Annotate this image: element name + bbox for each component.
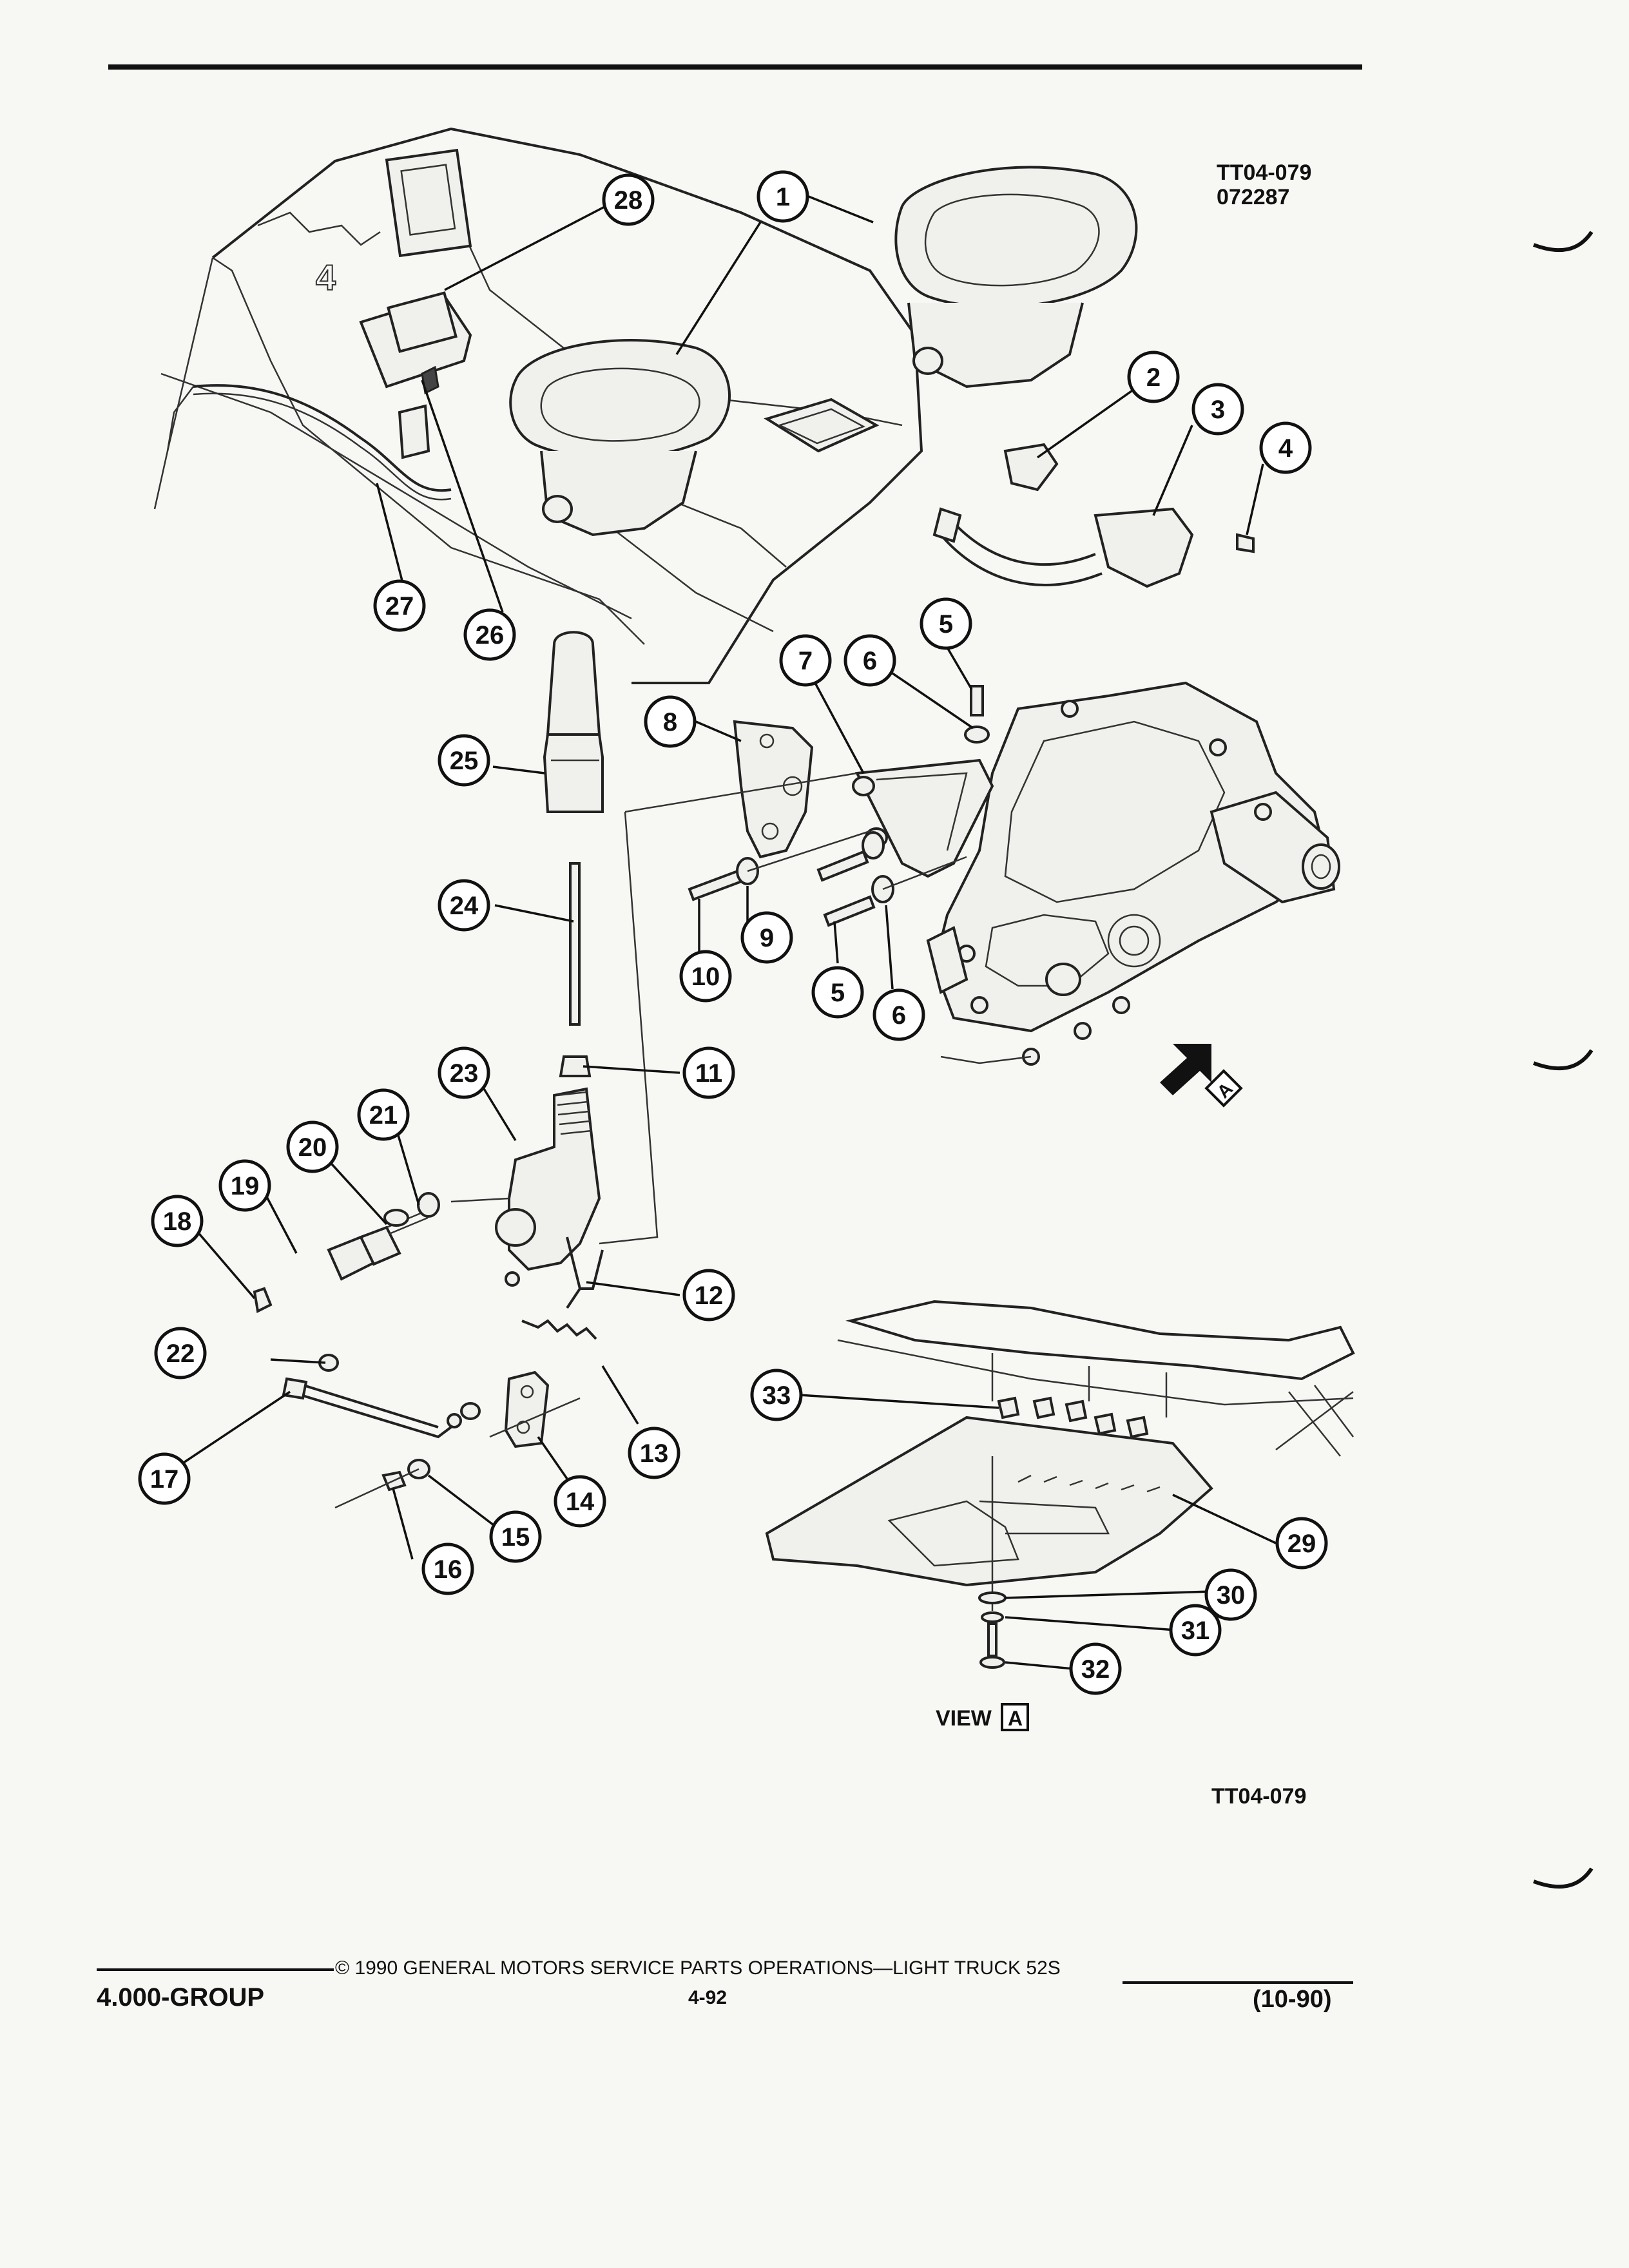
footer-page-number: 4-92 — [688, 1987, 728, 2008]
footer-rule-right — [1123, 1981, 1353, 1984]
transfer-case-drawing — [926, 681, 1340, 1066]
figure-code-top: TT04-079 — [1217, 160, 1312, 185]
svg-text:20: 20 — [298, 1133, 327, 1162]
callout-20: 20 — [286, 1120, 339, 1173]
callout-4: 4 — [1259, 421, 1312, 474]
svg-text:6: 6 — [892, 1001, 906, 1030]
callout-11: 11 — [682, 1046, 735, 1099]
indicator-switch-group — [932, 443, 1255, 588]
callout-18: 18 — [151, 1195, 204, 1247]
callout-23: 23 — [438, 1046, 490, 1099]
callout-14: 14 — [554, 1475, 606, 1528]
svg-text:13: 13 — [640, 1439, 669, 1468]
svg-text:15: 15 — [501, 1523, 530, 1552]
svg-text:9: 9 — [760, 924, 774, 952]
shift-boot-upper — [894, 166, 1138, 389]
callout-9: 9 — [740, 911, 793, 964]
top-rule — [108, 64, 1362, 70]
svg-text:30: 30 — [1217, 1581, 1246, 1610]
svg-text:25: 25 — [450, 747, 479, 775]
svg-text:32: 32 — [1081, 1655, 1110, 1684]
callout-16: 16 — [421, 1542, 474, 1595]
svg-text:18: 18 — [163, 1207, 192, 1236]
svg-text:26: 26 — [476, 621, 505, 649]
svg-text:5: 5 — [831, 979, 845, 1007]
svg-text:6: 6 — [863, 647, 877, 675]
callout-26: 26 — [463, 608, 516, 661]
callout-2: 2 — [1127, 351, 1180, 403]
svg-text:17: 17 — [150, 1465, 179, 1494]
footer-revision: (10-90) — [1253, 1986, 1332, 2013]
callout-5-lower: 5 — [811, 966, 864, 1019]
svg-text:29: 29 — [1287, 1530, 1316, 1558]
svg-text:22: 22 — [166, 1340, 195, 1368]
callout-13: 13 — [628, 1427, 680, 1479]
svg-text:21: 21 — [369, 1101, 398, 1129]
figure-date: 072287 — [1217, 185, 1290, 209]
leader-lines — [183, 195, 1277, 1670]
footer-rule-left — [97, 1968, 334, 1971]
svg-text:8: 8 — [663, 708, 677, 736]
svg-text:12: 12 — [695, 1282, 724, 1310]
callout-29: 29 — [1275, 1517, 1328, 1570]
callout-15: 15 — [489, 1510, 542, 1563]
footer-group: 4.000-GROUP — [97, 1983, 265, 2012]
svg-text:31: 31 — [1181, 1617, 1210, 1645]
callout-12: 12 — [682, 1269, 735, 1321]
callout-32: 32 — [1069, 1642, 1122, 1695]
svg-text:24: 24 — [450, 892, 479, 920]
svg-text:27: 27 — [385, 592, 414, 620]
callout-3: 3 — [1191, 383, 1244, 436]
svg-text:7: 7 — [798, 647, 813, 675]
callout-10: 10 — [679, 950, 732, 1003]
mounting-bracket-group — [688, 685, 994, 927]
callout-21: 21 — [357, 1088, 410, 1141]
callout-5-upper: 5 — [920, 597, 972, 650]
svg-text:1: 1 — [776, 183, 790, 211]
figure-code-bottom: TT04-079 — [1211, 1784, 1307, 1809]
view-label: VIEW — [936, 1706, 992, 1731]
svg-text:19: 19 — [231, 1172, 260, 1200]
svg-text:5: 5 — [939, 610, 953, 639]
svg-text:33: 33 — [762, 1381, 791, 1410]
callout-24: 24 — [438, 879, 490, 932]
view-a-skid-plate-drawing — [765, 1300, 1355, 1669]
svg-text:2: 2 — [1146, 363, 1161, 392]
svg-text:10: 10 — [691, 963, 720, 991]
view-letter-box — [1001, 1703, 1029, 1731]
console-floor-drawing: 4 — [153, 127, 923, 684]
callout-30: 30 — [1204, 1568, 1257, 1621]
svg-text:4: 4 — [316, 257, 336, 298]
callout-7: 7 — [779, 634, 832, 687]
callout-31: 31 — [1169, 1604, 1222, 1657]
svg-text:3: 3 — [1211, 396, 1225, 424]
callout-19: 19 — [218, 1159, 271, 1212]
svg-text:11: 11 — [695, 1059, 722, 1088]
callout-28: 28 — [602, 173, 655, 226]
callout-1: 1 — [757, 170, 809, 223]
svg-text:23: 23 — [450, 1059, 479, 1088]
footer-copyright: © 1990 GENERAL MOTORS SERVICE PARTS OPER… — [335, 1957, 1061, 1979]
svg-text:28: 28 — [614, 186, 643, 215]
binder-marks — [1532, 231, 1594, 1889]
callout-17: 17 — [138, 1452, 191, 1505]
callout-27: 27 — [373, 579, 426, 632]
view-letter: A — [1008, 1707, 1023, 1730]
svg-text:14: 14 — [566, 1488, 595, 1516]
callout-22: 22 — [154, 1327, 207, 1379]
callout-6-upper: 6 — [843, 634, 896, 687]
view-a-arrow-icon: A — [1160, 1044, 1243, 1108]
callout-33: 33 — [750, 1369, 803, 1421]
svg-text:4: 4 — [1278, 434, 1293, 463]
callout-25: 25 — [438, 734, 490, 787]
callout-6-lower: 6 — [872, 988, 925, 1041]
callout-8: 8 — [644, 695, 697, 748]
svg-text:16: 16 — [434, 1555, 463, 1584]
